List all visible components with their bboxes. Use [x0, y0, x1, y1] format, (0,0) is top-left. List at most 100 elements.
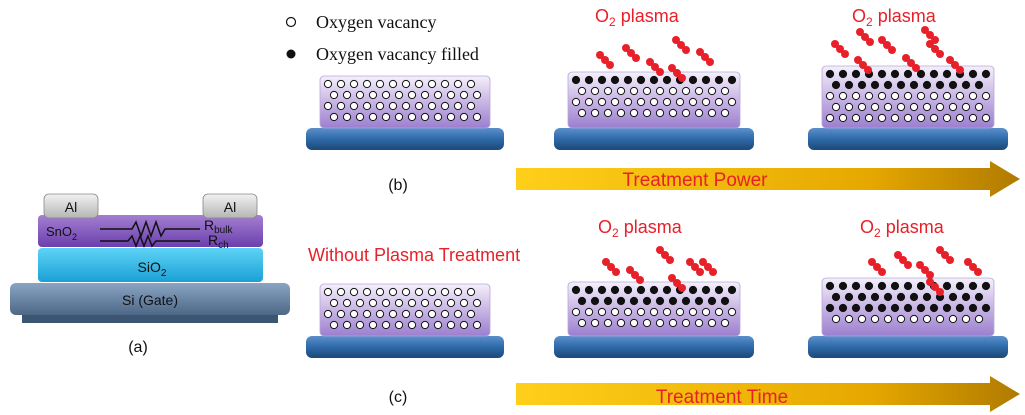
plasma-molecules: [596, 26, 982, 296]
vacancy-dot: [877, 113, 887, 123]
vacancy-filled-dot: [720, 296, 730, 306]
vacancy-filled-dot: [955, 303, 965, 313]
panel-a-label: (a): [128, 339, 148, 356]
vacancy-filled-dot: [623, 285, 633, 295]
vacancy-filled-dot: [968, 303, 978, 313]
vacancy-dot: [616, 86, 626, 96]
vacancy-dot: [349, 309, 359, 319]
o2-molecule: [622, 44, 640, 62]
vacancy-dot: [720, 108, 730, 118]
o2-molecule: [856, 28, 874, 46]
vacancy-filled-dot: [922, 292, 932, 302]
vacancy-dot: [727, 97, 737, 107]
vacancy-dot: [368, 298, 378, 308]
vacancy-filled-dot: [974, 80, 984, 90]
treatment-power-arrow: Treatment Power: [516, 161, 1020, 197]
vacancy-filled-dot: [727, 75, 737, 85]
vacancy-filled-dot: [590, 296, 600, 306]
vacancy-dot: [459, 90, 469, 100]
vacancy-filled-dot: [649, 285, 659, 295]
vacancy-dot: [714, 97, 724, 107]
al-contact-right: [202, 193, 258, 219]
legend-filled-label: Oxygen vacancy filled: [316, 44, 479, 64]
o2-molecule: [686, 258, 704, 276]
film-block-c-short: [554, 281, 754, 358]
vacancy-filled-dot: [701, 285, 711, 295]
vacancy-dot: [472, 90, 482, 100]
vacancy-dot: [942, 91, 952, 101]
vacancy-dot: [571, 307, 581, 317]
vacancy-dot: [401, 79, 411, 89]
vacancy-dot: [636, 97, 646, 107]
vacancy-dot: [459, 320, 469, 330]
vacancy-dot: [459, 298, 469, 308]
al-contact-right-label: Al: [224, 199, 236, 215]
vacancy-filled-dot: [662, 285, 672, 295]
vacancy-dot: [642, 108, 652, 118]
vacancy-dot: [362, 79, 372, 89]
r-ch-label: Rch: [208, 232, 229, 251]
vacancy-dot: [597, 97, 607, 107]
vacancy-dot: [668, 318, 678, 328]
o2-molecule: [699, 258, 717, 276]
vacancy-dot: [707, 86, 717, 96]
vacancy-dot: [433, 90, 443, 100]
vacancy-filled-dot: [968, 281, 978, 291]
vacancy-dot: [727, 307, 737, 317]
o2-molecule: [868, 258, 886, 276]
o2-molecule: [626, 266, 644, 284]
vacancy-dot: [636, 307, 646, 317]
vacancy-dot: [453, 287, 463, 297]
vacancy-filled-dot: [955, 281, 965, 291]
vacancy-filled-dot: [909, 80, 919, 90]
vacancy-dot: [896, 314, 906, 324]
vacancy-dot: [433, 320, 443, 330]
untreated-label: Without Plasma Treatment: [308, 245, 520, 265]
vacancy-dot: [707, 108, 717, 118]
vacancy-filled-dot: [870, 80, 880, 90]
vacancy-dot: [857, 314, 867, 324]
substrate: [808, 336, 1008, 358]
vacancy-filled-dot: [857, 80, 867, 90]
vacancy-dot: [955, 91, 965, 101]
vacancy-dot: [629, 318, 639, 328]
resistor-network: [100, 219, 200, 249]
vacancy-filled-dot: [610, 75, 620, 85]
vacancy-filled-dot: [942, 69, 952, 79]
vacancy-dot: [414, 309, 424, 319]
vacancy-dot: [446, 298, 456, 308]
vacancy-filled-dot: [929, 69, 939, 79]
vacancy-dot: [388, 101, 398, 111]
vacancy-dot: [446, 320, 456, 330]
vacancy-dot: [603, 318, 613, 328]
vacancy-filled-dot: [844, 80, 854, 90]
vacancy-dot: [388, 309, 398, 319]
si-gate-layer: [10, 283, 290, 315]
vacancy-dot: [472, 112, 482, 122]
vacancy-dot: [883, 314, 893, 324]
vacancy-filled-dot: [681, 296, 691, 306]
vacancy-filled-dot: [649, 75, 659, 85]
substrate: [554, 128, 754, 150]
vacancy-dot: [610, 307, 620, 317]
substrate: [554, 336, 754, 358]
vacancy-dot: [935, 314, 945, 324]
o2-molecule: [696, 48, 714, 66]
vacancy-dot: [864, 91, 874, 101]
vacancy-dot: [440, 101, 450, 111]
panel-c-plasma-label-1: O2 plasma: [598, 217, 683, 240]
substrate: [808, 128, 1008, 150]
treatment-power-label: Treatment Power: [622, 170, 768, 191]
vacancy-dot: [883, 102, 893, 112]
film-block-b-high: [808, 65, 1008, 150]
vacancy-dot: [701, 307, 711, 317]
o2-molecule: [831, 40, 849, 58]
vacancy-dot: [342, 320, 352, 330]
vacancy-filled-dot: [883, 80, 893, 90]
vacancy-filled-dot: [610, 285, 620, 295]
vacancy-dot: [401, 287, 411, 297]
vacancy-filled-dot: [584, 285, 594, 295]
vacancy-filled-dot: [890, 303, 900, 313]
vacancy-dot: [342, 112, 352, 122]
